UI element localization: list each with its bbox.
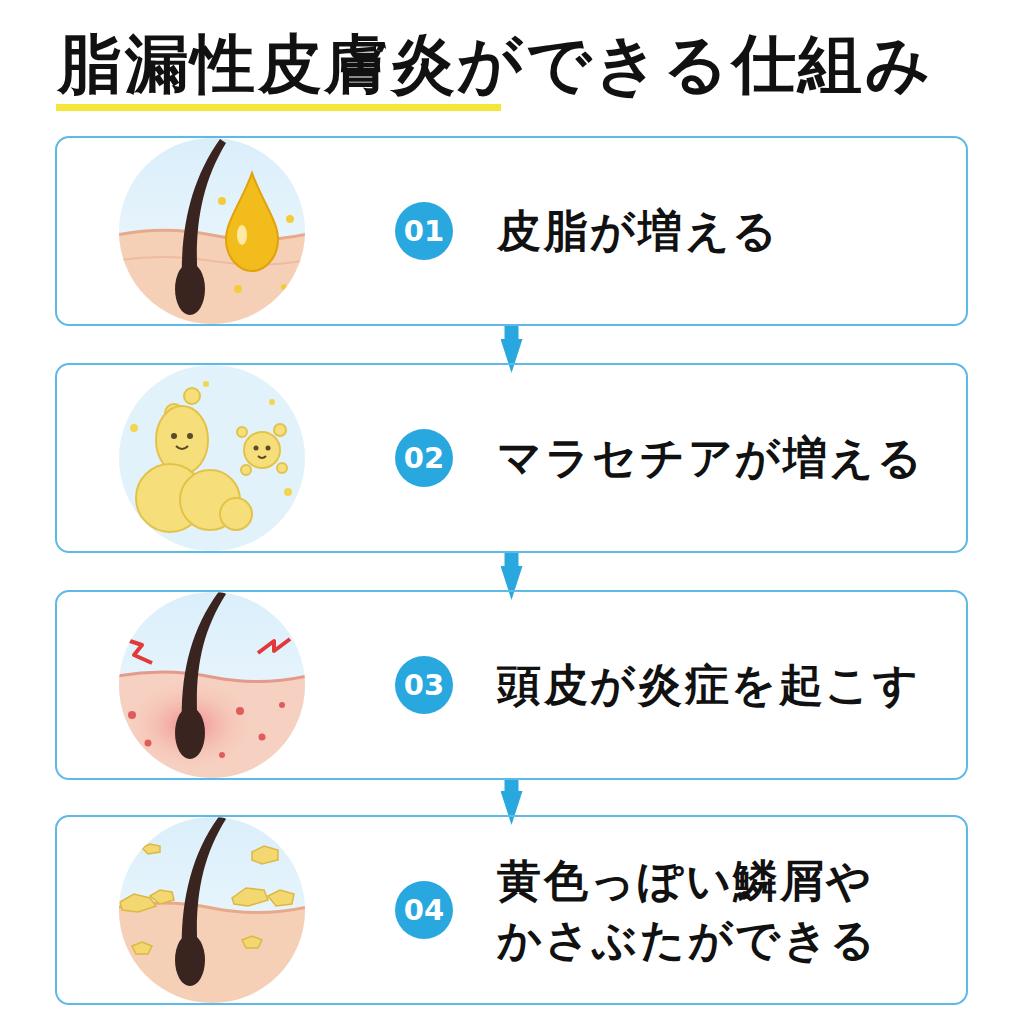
flow-arrow bbox=[505, 553, 519, 566]
malassezia-illustration bbox=[110, 355, 320, 565]
step-number: 04 bbox=[404, 893, 444, 927]
step-label: 頭皮が炎症を起こす bbox=[497, 655, 921, 714]
flow-arrow bbox=[505, 326, 519, 339]
step-badge: 03 bbox=[395, 656, 453, 714]
step-box: 01 皮脂が増える bbox=[55, 136, 968, 326]
step-label: マラセチアが増える bbox=[497, 428, 925, 487]
step-badge: 04 bbox=[395, 881, 453, 939]
step-label: 皮脂が増える bbox=[497, 201, 780, 260]
step-badge: 01 bbox=[395, 202, 453, 260]
step-box: 02 マラセチアが増える bbox=[55, 363, 968, 553]
sebum-illustration bbox=[110, 130, 320, 340]
step-badge: 02 bbox=[395, 429, 453, 487]
title: 脂漏性皮膚炎ができる仕組み bbox=[58, 26, 933, 103]
step-number: 03 bbox=[404, 668, 444, 702]
title-underline bbox=[56, 104, 501, 111]
inflammation-illustration bbox=[110, 580, 320, 790]
step-box: 03 頭皮が炎症を起こす bbox=[55, 590, 968, 780]
step-box: 04 黄色っぽい鱗屑やかさぶたができる bbox=[55, 815, 968, 1005]
step-number: 01 bbox=[404, 214, 444, 248]
step-label: 黄色っぽい鱗屑やかさぶたができる bbox=[497, 851, 889, 970]
scale-illustration bbox=[110, 805, 320, 1015]
flow-arrow bbox=[505, 780, 519, 791]
step-number: 02 bbox=[404, 441, 444, 475]
